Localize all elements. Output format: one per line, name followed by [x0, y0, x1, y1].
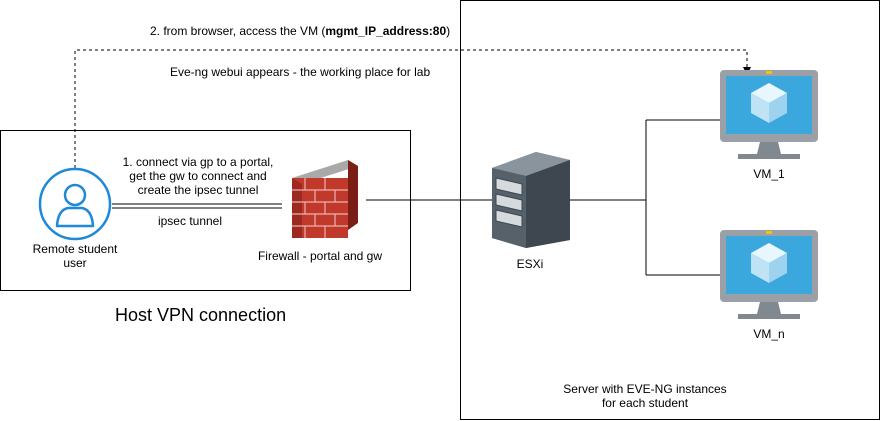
server-line2: for each student [601, 396, 689, 410]
step1-line2: get the gw to connect and [129, 169, 267, 183]
step1-text: 1. connect via gp to a portal, get the g… [118, 155, 278, 197]
vm1-monitor-icon [720, 70, 818, 159]
firewall-label: Firewall - portal and gw [257, 249, 383, 263]
firewall-icon [292, 160, 358, 238]
step2-suffix: ) [446, 24, 451, 38]
ipsec-label: ipsec tunnel [157, 214, 223, 228]
browser-access-dashed-line [74, 49, 751, 168]
student-label: Remote student user [25, 242, 125, 270]
step2-prefix: 2. from browser, access the VM ( [150, 24, 326, 38]
host-vpn-title: Host VPN connection [115, 305, 287, 325]
webui-note: Eve-ng webui appears - the working place… [170, 65, 431, 79]
vmn-monitor-icon [720, 230, 818, 319]
step2-text: 2. from browser, access the VM (mgmt_IP_… [150, 24, 450, 38]
host-vpn-box [0, 130, 411, 291]
vm1-label: VM_1 [753, 167, 785, 181]
server-caption: Server with EVE-NG instances for each st… [545, 382, 745, 410]
user-icon [38, 167, 112, 241]
server-box [460, 0, 880, 420]
server-icon [492, 152, 570, 248]
student-line2: user [63, 256, 87, 270]
step1-line1: 1. connect via gp to a portal, [122, 155, 274, 169]
student-line1: Remote student [32, 242, 118, 256]
server-line1: Server with EVE-NG instances [563, 382, 727, 396]
step2-bold: mgmt_IP_address:80 [325, 24, 447, 38]
vmn-label: VM_n [753, 327, 785, 341]
step1-line3: create the ipsec tunnel [137, 183, 259, 197]
esxi-label: ESXi [516, 257, 544, 271]
